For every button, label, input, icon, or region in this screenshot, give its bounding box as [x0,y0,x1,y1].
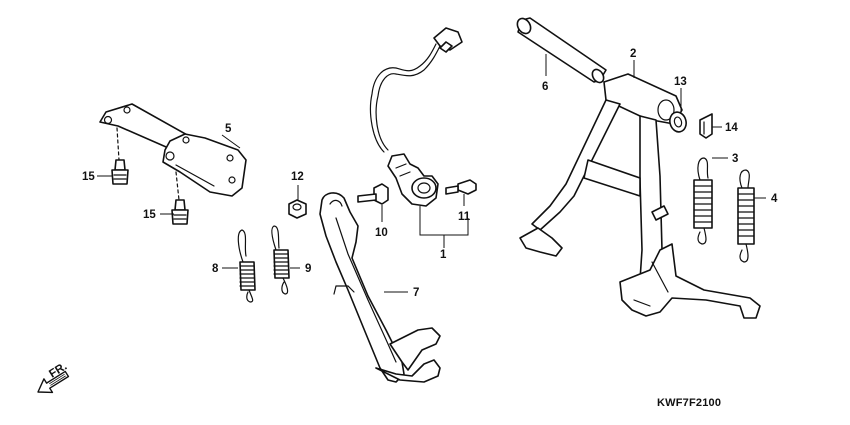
callout-2: 2 [630,48,636,60]
bolt-part-10 [357,183,389,205]
front-direction-indicator: FR. [37,361,70,394]
callout-12: 12 [291,171,304,183]
cotter-pin-part-14 [699,113,713,139]
bolt-part-15-lower [171,171,189,225]
callout-6: 6 [542,81,548,93]
callout-1: 1 [440,249,447,261]
callout-8: 8 [212,263,219,275]
callout-14: 14 [725,122,738,134]
nut-part-12 [288,199,307,219]
callout-3: 3 [732,153,738,165]
leader-lines [97,54,766,293]
side-stand-switch-part-1 [369,27,463,207]
callout-11: 11 [458,211,471,223]
callout-9: 9 [305,263,311,275]
callout-5: 5 [225,123,232,135]
callout-15-upper: 15 [82,171,95,183]
callout-labels: 1 2 3 4 5 6 7 8 9 10 11 12 13 14 15 15 [82,48,778,299]
callout-13: 13 [674,76,687,88]
callout-10: 10 [375,227,388,239]
callout-4: 4 [771,193,778,205]
main-stand-part-2 [519,73,761,319]
spring-part-9 [271,225,290,295]
diagram-code: KWF7F2100 [657,397,721,409]
bolt-part-15-upper [111,127,129,185]
spring-part-4 [737,169,755,263]
side-stand-part-7 [319,192,441,383]
spring-part-8 [237,229,256,303]
bracket-plate-part-5 [99,103,247,197]
washer-part-13 [669,111,687,133]
pivot-shaft-part-6 [516,17,607,84]
callout-15-lower: 15 [143,209,156,221]
front-arrow-icon [37,370,70,394]
screw-part-11 [445,179,477,195]
spring-part-3 [693,157,713,245]
callout-7: 7 [413,287,419,299]
